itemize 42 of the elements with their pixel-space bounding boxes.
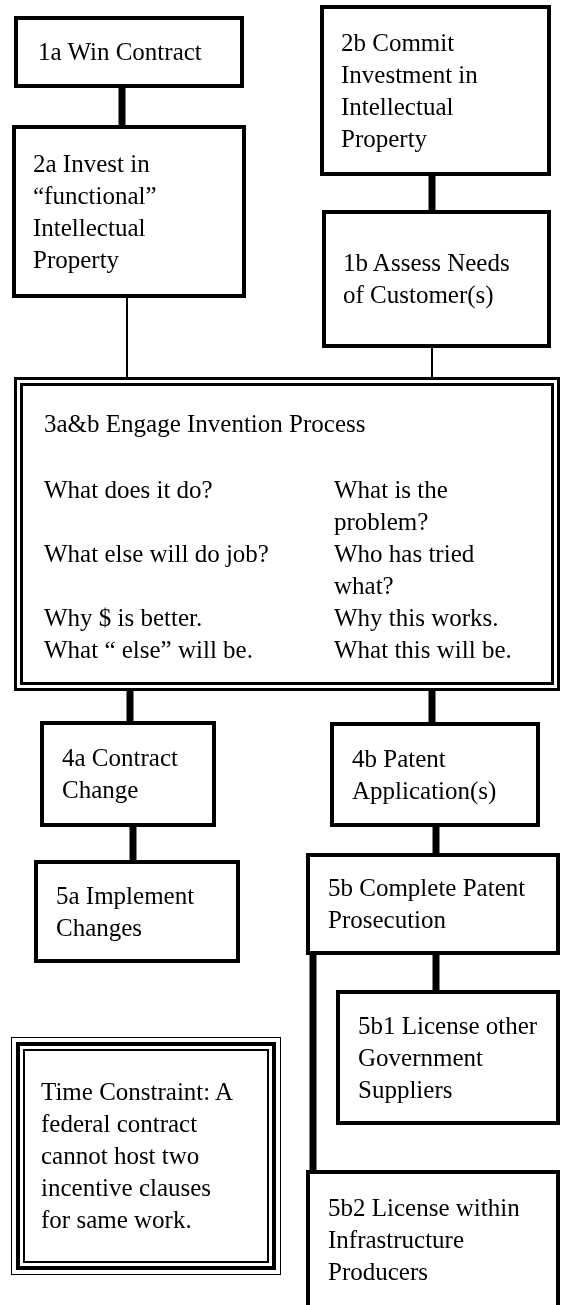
- connector-line: [431, 347, 433, 378]
- question-text: What “ else” will be.: [44, 635, 254, 665]
- connector-line: [428, 176, 436, 210]
- process-box: [14, 377, 560, 691]
- connector-line: [126, 691, 134, 721]
- connector-line: [432, 827, 440, 853]
- connector-line: [118, 88, 126, 125]
- connector-line: [126, 297, 128, 378]
- box-label: 5b Complete Patent Prosecution: [328, 873, 527, 935]
- process-box: [12, 125, 246, 298]
- process-box: [320, 5, 551, 176]
- note-text: Time Constraint: A federal contract cannot host two incentive clauses for same work.: [41, 1077, 234, 1235]
- question-text: What this will be.: [334, 635, 513, 665]
- box-label: 4b Patent Application(s): [352, 743, 498, 807]
- question-text: Why this works.: [334, 603, 500, 633]
- box-label: 4a Contract Change: [62, 743, 179, 805]
- process-box: [34, 860, 240, 963]
- process-box: [336, 990, 560, 1125]
- box-label: 1a Win Contract: [38, 37, 202, 67]
- box-heading: 3a&b Engage Invention Process: [44, 409, 367, 439]
- process-box: [14, 16, 244, 88]
- connector-line: [309, 955, 317, 1170]
- process-box: [306, 853, 560, 955]
- question-text: Why $ is better.: [44, 603, 204, 633]
- box-label: 5b2 License within Infrastructure Producers: [328, 1193, 521, 1287]
- question-text: What does it do?: [44, 475, 214, 505]
- process-box: [322, 210, 551, 348]
- question-text: What is the problem?: [334, 475, 449, 537]
- question-text: Who has tried what?: [334, 539, 476, 601]
- box-label: 2a Invest in “functional” Intellectual Property: [33, 148, 158, 275]
- process-box: [306, 1170, 560, 1305]
- box-label: 5b1 License other Government Suppliers: [358, 1010, 539, 1105]
- box-label: 5a Implement Changes: [56, 880, 196, 943]
- box-label: 1b Assess Needs of Customer(s): [343, 248, 511, 311]
- question-text: What else will do job?: [44, 539, 270, 569]
- process-box: [330, 722, 540, 827]
- connector-line: [432, 955, 440, 990]
- box-label: 2b Commit Investment in Intellectual Property: [341, 27, 479, 154]
- connector-line: [428, 691, 436, 722]
- note-box: [11, 1037, 281, 1275]
- process-box: [40, 721, 216, 827]
- connector-line: [129, 827, 137, 860]
